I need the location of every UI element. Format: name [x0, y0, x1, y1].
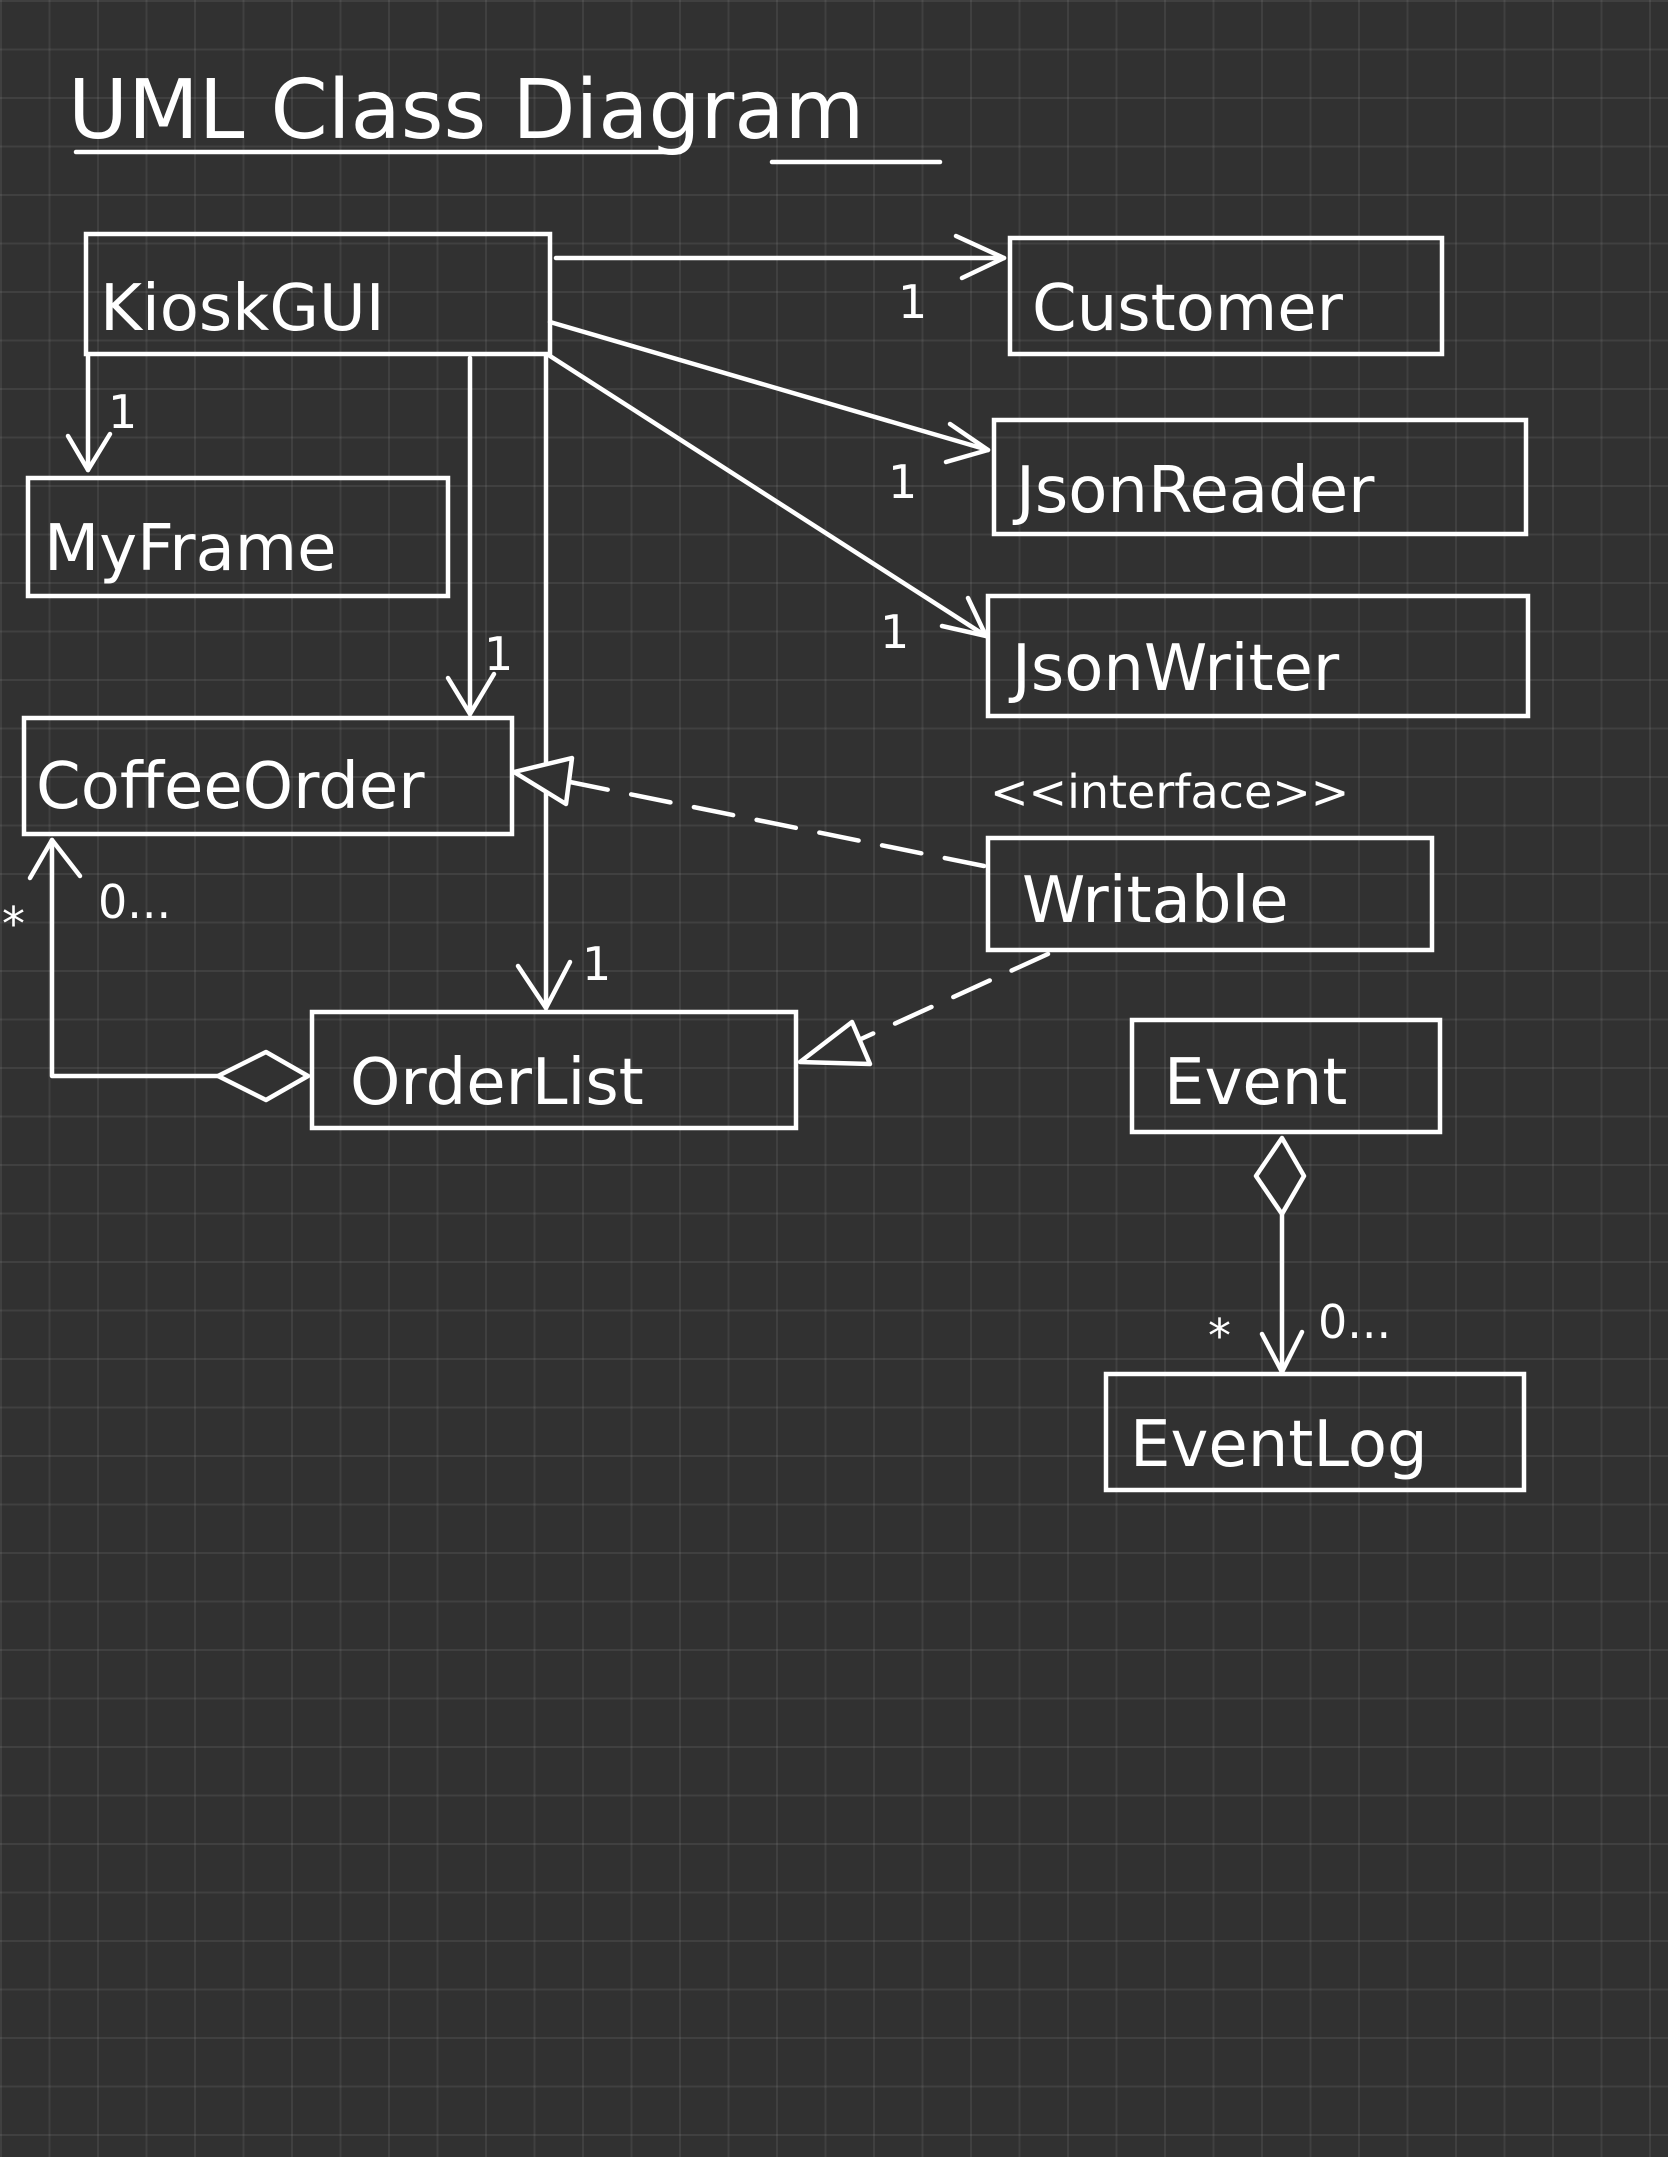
assoc-kiosk-json-writer: 1: [547, 353, 989, 659]
class-customer-label: Customer: [1032, 272, 1344, 346]
class-writable: <<interface>> Writable: [985, 765, 1435, 953]
mult-kiosk-json-reader: 1: [888, 455, 917, 509]
mult-event-log-range: 0...: [1318, 1295, 1391, 1349]
diagram-title: UML Class Diagram: [68, 63, 864, 158]
aggregation-event-eventlog: * 0...: [1208, 1135, 1391, 1375]
mult-kiosk-my-frame: 1: [108, 385, 137, 439]
assoc-kiosk-order-list: 1: [515, 353, 611, 1011]
class-event-label: Event: [1164, 1046, 1347, 1120]
assoc-kiosk-coffee-order: 1: [445, 355, 513, 717]
writable-stereotype: <<interface>>: [990, 765, 1349, 819]
mult-coffee-order-range: 0...: [98, 875, 171, 929]
class-coffee-order: CoffeeOrder: [21, 715, 515, 837]
class-my-frame-label: MyFrame: [44, 512, 337, 586]
class-coffee-order-label: CoffeeOrder: [36, 750, 425, 824]
assoc-kiosk-my-frame: 1: [65, 353, 137, 473]
class-json-reader: JsonReader: [991, 417, 1529, 537]
mult-event-log-star: *: [1208, 1309, 1231, 1363]
aggregation-orderlist-coffeeorder: * 0...: [2, 837, 311, 1103]
class-event-log: EventLog: [1103, 1371, 1527, 1493]
class-customer: Customer: [1007, 235, 1445, 357]
mult-kiosk-order-list: 1: [582, 937, 611, 991]
assoc-kiosk-json-reader: 1: [547, 319, 991, 509]
class-kiosk-gui-label: KioskGUI: [100, 272, 385, 346]
class-my-frame: MyFrame: [25, 475, 451, 599]
mult-kiosk-customer: 1: [898, 275, 927, 329]
class-json-writer-label: JsonWriter: [1008, 632, 1340, 706]
class-json-reader-label: JsonReader: [1012, 454, 1375, 528]
class-event: Event: [1129, 1017, 1443, 1135]
realization-coffee-order-writable: [511, 755, 987, 869]
assoc-kiosk-customer: 1: [553, 233, 1007, 329]
class-writable-label: Writable: [1022, 864, 1289, 938]
class-order-list: OrderList: [309, 1009, 799, 1131]
realization-order-list-writable: [797, 951, 1051, 1067]
mult-kiosk-coffee-order: 1: [484, 627, 513, 681]
class-order-list-label: OrderList: [350, 1046, 644, 1120]
mult-kiosk-json-writer: 1: [880, 605, 909, 659]
mult-coffee-order-star: *: [2, 897, 25, 951]
class-json-writer: JsonWriter: [985, 593, 1531, 719]
class-kiosk-gui: KioskGUI: [83, 231, 553, 357]
class-event-log-label: EventLog: [1130, 1408, 1428, 1482]
